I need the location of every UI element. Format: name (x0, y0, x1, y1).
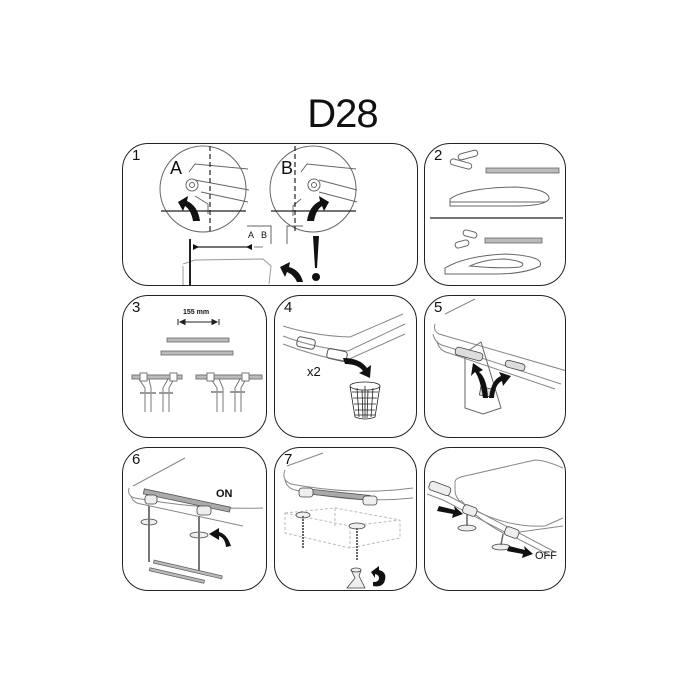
position-a-marker: A (248, 230, 255, 240)
step-number: 2 (434, 147, 443, 164)
attach-hinges-illustration (128, 457, 264, 584)
step-number: 1 (132, 147, 141, 164)
step-number: 5 (434, 299, 443, 316)
hinge-alignment-illustration (159, 145, 358, 285)
parts-overview-illustration (430, 149, 563, 275)
step-number: 6 (132, 451, 141, 468)
quantity-label: x2 (307, 364, 321, 379)
off-label: OFF (535, 550, 557, 562)
position-a-label: A (170, 158, 183, 178)
dimension-label: 155 mm (183, 309, 210, 316)
wing-nut-icon (346, 567, 366, 589)
page-title: D28 (307, 92, 378, 136)
step-number: 4 (284, 299, 293, 316)
step-number: 7 (284, 451, 293, 468)
step-6-panel: 6 ON (122, 447, 267, 591)
step-2-panel: 2 (424, 143, 566, 286)
remove-spacers-illustration (282, 313, 406, 420)
step-number: 3 (132, 299, 141, 316)
step-5-panel: 5 (424, 295, 566, 438)
position-b-marker: B (261, 230, 268, 240)
step-1-panel: 1 (122, 143, 418, 286)
on-label: ON (216, 488, 233, 500)
step-4-panel: 4 x2 (274, 295, 417, 438)
step-3-panel: 3 155 mm (122, 295, 267, 438)
position-b-label: B (281, 158, 294, 178)
insert-adapters-illustration (432, 298, 565, 415)
step-8-panel: OFF (424, 447, 566, 591)
step-7-panel: 7 (274, 447, 417, 591)
rod-length-illustration (131, 318, 263, 412)
waste-bin-icon (349, 381, 381, 420)
release-seat-illustration (426, 459, 564, 558)
fix-seat-illustration (283, 452, 414, 589)
